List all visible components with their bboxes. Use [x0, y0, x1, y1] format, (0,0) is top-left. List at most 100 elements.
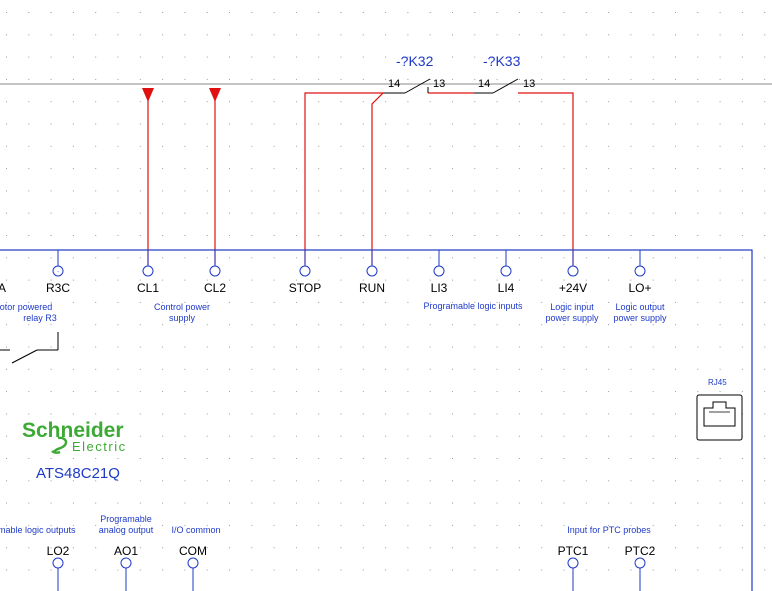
grid-dot	[206, 56, 208, 58]
grid-dot	[318, 168, 320, 170]
grid-dot	[563, 190, 565, 192]
rj45-outline	[696, 394, 743, 441]
left-edge-fragment: A	[0, 281, 6, 295]
grid-dot	[95, 12, 97, 13]
grid-dot	[541, 212, 543, 214]
grid-dot	[496, 190, 498, 192]
brand-line-2: Electric	[72, 439, 127, 454]
grid-dot	[50, 524, 52, 526]
grid-dot	[764, 368, 766, 370]
wire-24v[interactable]	[518, 92, 574, 265]
grid-dot	[452, 301, 453, 303]
grid-dot	[162, 301, 164, 303]
grid-dot	[563, 212, 565, 214]
grid-dot	[139, 34, 141, 36]
grid-dot	[764, 12, 766, 13]
grid-dot	[563, 78, 565, 80]
contact-k33[interactable]: -?K33 14 13	[474, 53, 535, 94]
grid-dot	[6, 391, 7, 393]
grid-dot	[675, 168, 676, 170]
grid-dot	[251, 569, 253, 571]
grid-dot	[139, 168, 141, 170]
terminal-ao1[interactable]: AO1	[114, 544, 138, 591]
grid-dot	[697, 569, 699, 571]
terminal-cl2[interactable]: CL2	[204, 250, 226, 295]
grid-dot	[563, 413, 565, 415]
terminal-ptc2[interactable]: PTC2	[625, 544, 656, 591]
wire-stop-loop[interactable]	[304, 92, 383, 265]
grid-dot	[362, 168, 364, 170]
grid-dot	[474, 235, 476, 236]
grid-dot	[95, 78, 97, 80]
device-outline[interactable]	[0, 249, 753, 591]
grid-dot	[741, 235, 743, 236]
grid-dot	[117, 524, 119, 526]
grid-dot	[630, 346, 632, 348]
terminal-run[interactable]: RUN	[359, 250, 385, 295]
grid-dot	[452, 547, 453, 549]
grid-dot	[518, 123, 520, 125]
grid-dot	[474, 391, 476, 393]
grid-dot	[184, 168, 186, 170]
terminal-li4[interactable]: LI4	[498, 250, 515, 295]
grid-dot	[630, 435, 632, 437]
grid-dot	[184, 569, 186, 571]
grid-dot	[652, 547, 654, 549]
grid-dot	[652, 346, 654, 348]
terminal-r3c[interactable]: R3C	[46, 250, 70, 295]
terminal-lo2[interactable]: LO2	[47, 544, 70, 591]
grid-dot	[585, 547, 587, 549]
bottom-terminals: LO2 AO1 COM PTC1 PTC2	[47, 544, 656, 591]
terminal-24v[interactable]: +24V	[559, 250, 587, 295]
grid-dot	[273, 547, 275, 549]
grid-dot	[139, 12, 141, 13]
grid-dot	[407, 413, 409, 415]
grid-dot	[719, 34, 721, 36]
terminal-label: LI3	[431, 281, 448, 295]
grid-dot	[362, 524, 364, 526]
terminal-com[interactable]: COM	[179, 544, 207, 591]
grid-dot	[496, 368, 498, 370]
terminal-li3[interactable]: LI3	[431, 250, 448, 295]
grid-dot	[630, 279, 632, 281]
wire-run[interactable]	[371, 92, 384, 265]
contact-k32[interactable]: -?K32 14 13	[383, 53, 445, 94]
grid-dot	[630, 235, 632, 236]
terminal-label: RUN	[359, 281, 385, 295]
grid-dot	[95, 123, 97, 125]
terminal-ptc1[interactable]: PTC1	[558, 544, 589, 591]
grid-dot	[340, 458, 342, 459]
grid-dot	[518, 435, 520, 437]
grid-dot	[675, 480, 676, 482]
grid-dot	[184, 435, 186, 437]
grid-dot	[273, 569, 275, 571]
terminal-lo-plus[interactable]: LO+	[628, 250, 652, 295]
grid-dot	[139, 458, 141, 459]
grid-dot	[429, 346, 431, 348]
grid-dot	[184, 212, 186, 214]
grid-dot	[95, 569, 97, 571]
grid-dot	[741, 301, 743, 303]
grid-dot	[496, 101, 498, 103]
grid-dot	[206, 101, 208, 103]
grid-dot	[273, 235, 275, 236]
terminal-stop[interactable]: STOP	[289, 250, 321, 295]
grid-dot	[741, 56, 743, 58]
rj45-port[interactable]: RJ45	[696, 378, 743, 441]
terminal-label: AO1	[114, 544, 138, 558]
grid-dot	[50, 547, 52, 549]
grid-dot	[295, 368, 297, 370]
grid-dot	[563, 235, 565, 236]
grid-dot	[652, 168, 654, 170]
grid-dot	[340, 346, 342, 348]
grid-dot	[139, 391, 141, 393]
terminal-cl1[interactable]: CL1	[137, 250, 159, 295]
grid-dot	[429, 458, 431, 459]
grid-dot	[630, 524, 632, 526]
grid-dot	[429, 56, 431, 58]
grid-dot	[585, 301, 587, 303]
grid-dot	[184, 413, 186, 415]
grid-dot	[273, 413, 275, 415]
grid-dot	[675, 235, 676, 236]
